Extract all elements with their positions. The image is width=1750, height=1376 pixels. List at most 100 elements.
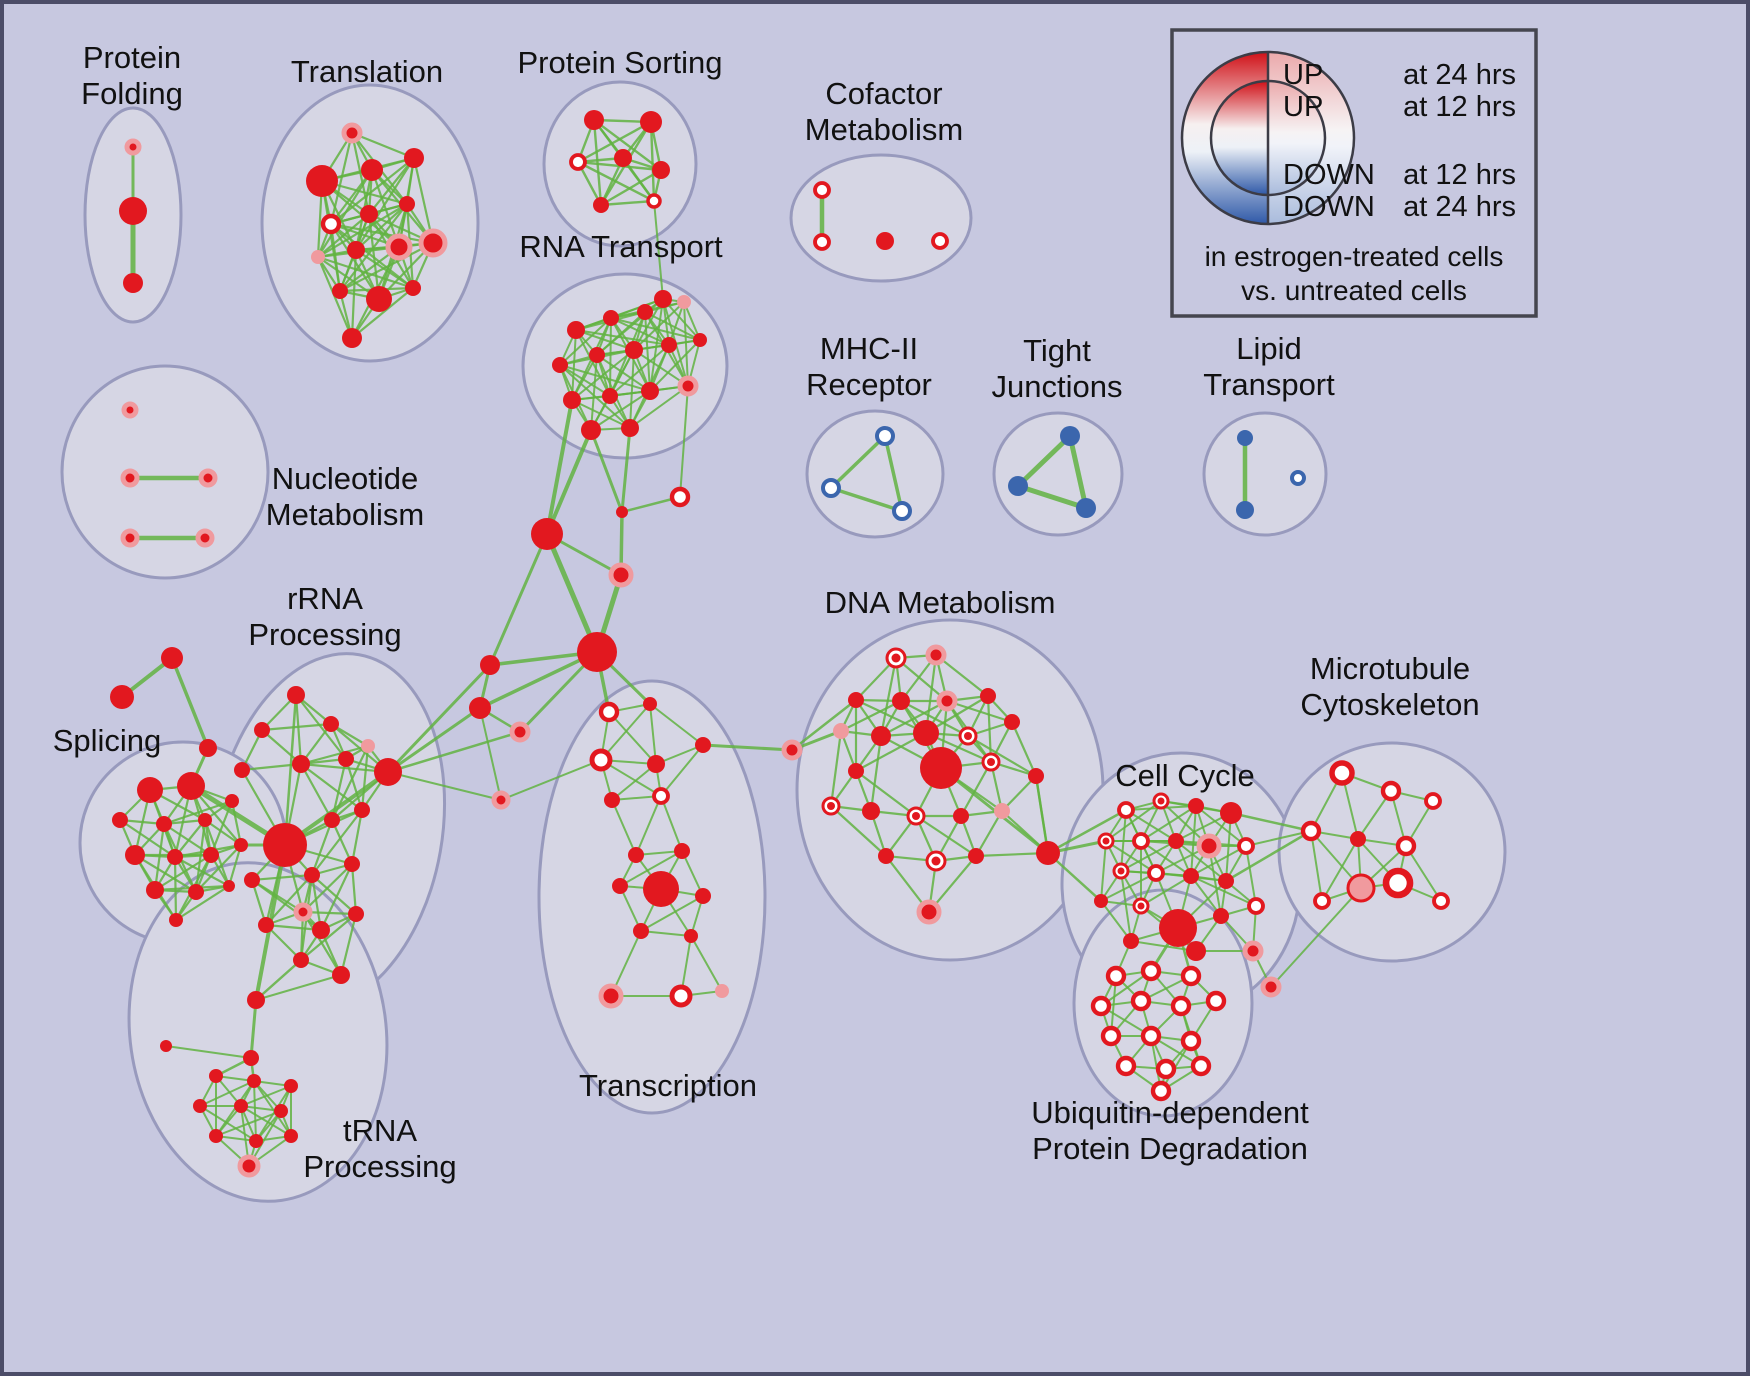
node-cc8 — [1196, 833, 1222, 859]
edge — [559, 317, 612, 366]
edge — [854, 731, 928, 773]
node-rr10 — [324, 812, 340, 828]
edge — [227, 843, 243, 888]
cluster-mhc-ii-receptor — [805, 409, 945, 539]
legend-up-12-label: UP — [1283, 91, 1323, 123]
node-nm5 — [195, 528, 215, 548]
node-lt3 — [1290, 470, 1306, 486]
node-rt10 — [563, 391, 581, 409]
node-sp7 — [125, 845, 145, 865]
edge — [644, 311, 651, 392]
edge — [829, 486, 904, 513]
node-tc16 — [669, 984, 693, 1008]
node-cc13 — [1218, 873, 1234, 889]
edge — [253, 1080, 292, 1137]
node-cc14 — [1094, 894, 1108, 908]
node-mc5 — [1350, 831, 1366, 847]
node-nm3 — [198, 468, 218, 488]
node-rt1 — [567, 321, 585, 339]
edge — [829, 729, 843, 808]
edge — [633, 349, 689, 387]
node-dm1-core — [891, 653, 901, 663]
edge — [350, 131, 416, 160]
node-dm6 — [980, 688, 996, 704]
node-rr16 — [312, 921, 330, 939]
node-rt16 — [654, 290, 672, 308]
edge — [299, 744, 370, 766]
node-rr9 — [263, 823, 307, 867]
edge — [264, 923, 303, 962]
node-sp10 — [234, 838, 248, 852]
edge — [339, 912, 358, 977]
node-mc4 — [1300, 820, 1322, 842]
legend-down-12-label: DOWN — [1283, 159, 1375, 191]
edge — [165, 1045, 252, 1059]
edge — [660, 744, 704, 797]
edge — [883, 434, 904, 513]
node-cc19 — [1123, 933, 1139, 949]
node-rt3 — [637, 304, 653, 320]
edge — [194, 843, 243, 894]
node-ub13 — [1190, 1055, 1212, 1077]
edge — [1190, 875, 1257, 907]
edge — [1229, 811, 1313, 833]
node-dm18 — [953, 808, 969, 824]
node-rr4 — [361, 739, 375, 753]
node-tr5 — [320, 213, 342, 235]
node-tr8 — [311, 250, 325, 264]
edge — [662, 298, 701, 341]
node-tc4 — [647, 755, 665, 773]
edge — [230, 799, 243, 847]
edge — [1046, 808, 1128, 855]
node-rt4 — [677, 295, 691, 309]
node-ub2 — [1140, 960, 1162, 982]
cluster-tight-junctions — [992, 411, 1124, 537]
legend-up-24-label: UP — [1283, 59, 1323, 91]
edge — [174, 884, 231, 922]
node-nm4 — [120, 528, 140, 548]
edge — [653, 200, 664, 300]
node-tn12 — [284, 1129, 298, 1143]
edge — [644, 311, 701, 341]
edge — [790, 698, 858, 752]
node-cc9 — [1237, 837, 1255, 855]
node-tr15 — [342, 328, 362, 348]
node-rr12 — [244, 872, 260, 888]
node-ps6 — [593, 197, 609, 213]
edge — [600, 759, 662, 797]
edge — [660, 795, 683, 852]
node-nm1 — [121, 401, 139, 419]
node-mc6 — [1395, 835, 1417, 857]
node-sp3 — [112, 812, 128, 828]
edge — [879, 699, 949, 738]
node-sp8 — [167, 849, 183, 865]
edge — [412, 156, 435, 245]
edge — [478, 650, 599, 710]
edge — [679, 385, 689, 498]
edge — [1125, 809, 1177, 842]
edge — [576, 160, 656, 203]
node-tr4 — [404, 148, 424, 168]
edge — [633, 298, 664, 351]
node-tr6 — [360, 205, 378, 223]
edge — [1245, 830, 1312, 847]
nodes-layer — [110, 110, 1450, 1178]
node-tc3 — [589, 748, 613, 772]
node-tr1 — [341, 122, 363, 144]
edge — [649, 339, 701, 392]
node-rt15 — [621, 419, 639, 437]
node-tn6 — [284, 1079, 298, 1093]
edge — [649, 120, 656, 203]
node-dm3 — [848, 692, 864, 708]
edge — [329, 222, 342, 293]
node-ps5 — [652, 161, 670, 179]
edge — [629, 385, 689, 429]
node-tn13 — [237, 1154, 261, 1178]
node-tn10 — [209, 1129, 223, 1143]
node-dm19 — [994, 803, 1010, 819]
node-rr2 — [254, 722, 270, 738]
node-rr15 — [258, 917, 274, 933]
edge — [1190, 845, 1247, 877]
node-ub11 — [1115, 1055, 1137, 1077]
